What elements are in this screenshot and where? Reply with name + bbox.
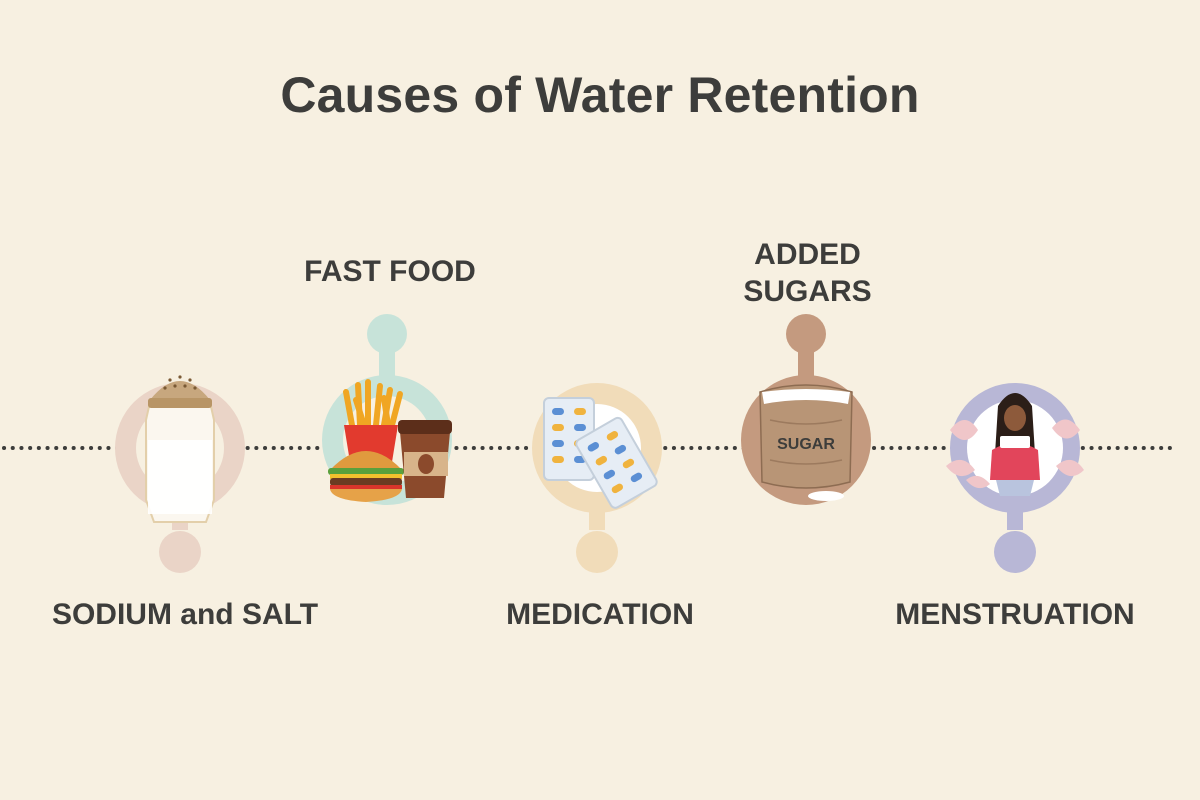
label-fast-food: FAST FOOD [304,255,476,288]
label-added-sugars: ADDED SUGARS [743,238,872,308]
sugar-bag-label: SUGAR [777,436,835,453]
label-medication: MEDICATION [506,598,694,631]
label-sodium-and-salt: SODIUM and SALT [51,598,319,631]
woman-with-flowers-icon [946,393,1084,496]
page-title: Causes of Water Retention [280,67,920,123]
label-menstruation: MENSTRUATION [895,598,1135,631]
pill-blister-icon [543,397,658,509]
sugar-bag-icon: SUGAR [759,384,853,501]
salt-shaker-icon [145,375,215,523]
fast-food-icon [328,379,452,502]
